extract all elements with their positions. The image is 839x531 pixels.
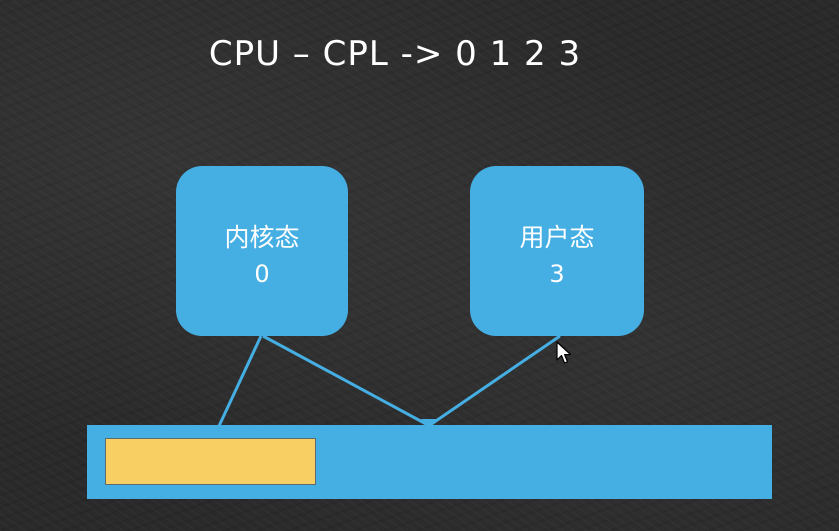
kernel-mode-level: 0 bbox=[254, 260, 270, 288]
kernel-to-memory-center-line bbox=[262, 334, 429, 427]
kernel-to-memory-left-line bbox=[217, 335, 263, 427]
user-mode-box: 用户态 3 bbox=[470, 166, 644, 336]
diagram-title: CPU – CPL -> 0 1 2 3 bbox=[208, 34, 582, 74]
mouse-cursor-icon bbox=[556, 341, 572, 364]
arrow-head bbox=[421, 419, 437, 428]
kernel-mode-label: 内核态 bbox=[224, 223, 300, 252]
memory-segment-highlight bbox=[105, 438, 316, 485]
user-to-memory-center-line bbox=[429, 334, 561, 427]
kernel-mode-box: 内核态 0 bbox=[176, 166, 348, 336]
user-mode-level: 3 bbox=[549, 260, 565, 288]
memory-bar bbox=[87, 425, 772, 499]
user-mode-label: 用户态 bbox=[519, 223, 595, 252]
